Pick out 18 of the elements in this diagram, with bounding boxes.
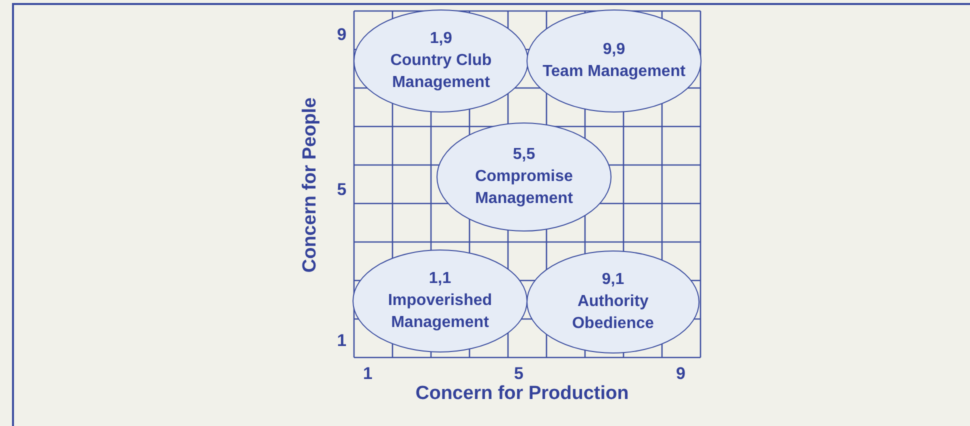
- tick-label: 9: [337, 25, 346, 45]
- axis-title: Concern for Production: [416, 383, 629, 405]
- style-name: Country Club Management: [389, 51, 493, 93]
- grid-coordinate: 1,1: [428, 269, 452, 289]
- grid-coordinate: 9,9: [602, 40, 626, 60]
- grid-coordinate: 9,1: [602, 270, 624, 290]
- tick-label: 5: [337, 180, 346, 200]
- style-name: Compromise Management: [474, 167, 574, 209]
- tick-label: 5: [514, 364, 524, 384]
- style-name: Authority Obedience: [571, 292, 655, 334]
- tick-label: 9: [676, 364, 686, 384]
- axis-title: Concern for People: [299, 97, 322, 273]
- style-name: Team Management: [542, 62, 686, 82]
- grid-coordinate: 1,9: [430, 29, 452, 49]
- style-name: Impoverished Management: [386, 291, 494, 333]
- grid-coordinate: 5,5: [512, 145, 536, 165]
- tick-label: 1: [337, 331, 346, 351]
- tick-label: 1: [363, 364, 372, 384]
